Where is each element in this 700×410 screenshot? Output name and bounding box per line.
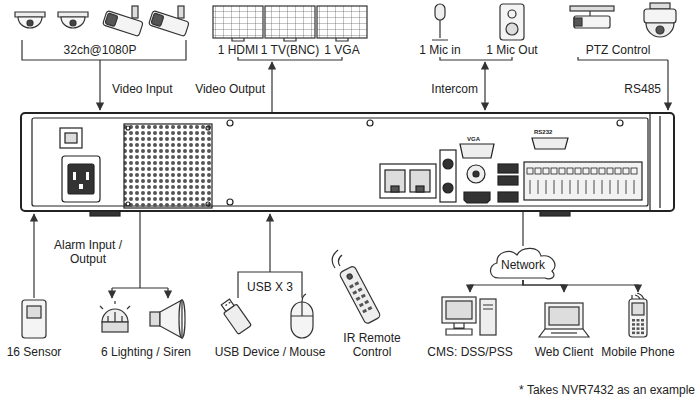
bracket-line [238,57,342,60]
light [100,301,130,332]
label-text: Alarm Input / Output [49,238,127,266]
usb-stick [219,297,252,334]
label-text: USB X 3 [247,280,293,294]
bullet-camera [102,6,143,36]
label-text: USB Device / Mouse [215,345,326,359]
cloud-label: Network [501,254,545,272]
network-connector [470,280,523,292]
bracket-line [578,57,668,60]
network-connector [522,212,523,246]
monitor [213,6,263,41]
bullet-camera [148,6,189,36]
network-connector [523,280,638,292]
client-device: CMS: DSS/PSS [422,293,518,359]
label-text: 1 Mic Out [486,43,537,57]
port-label: VGA [467,136,480,143]
label-text: PTZ Control [586,43,651,57]
device-label: Mobile Phone [599,345,677,359]
label-text: 6 Lighting / Siren [101,345,191,359]
arrow-line [111,288,112,298]
label-text: 1 Mic in [419,43,460,57]
arrow-line [667,60,668,110]
network-connector [523,280,564,292]
network-cloud: Network [487,246,559,280]
label-text: 1 VGA [324,43,359,57]
ptz-camera [644,3,676,37]
mouse [291,294,313,338]
label-text: Video Input [112,82,173,96]
siren [150,300,185,338]
microphone [432,4,448,40]
device-label: CMS: DSS/PSS [422,345,518,359]
device-label: Web Client [525,345,603,359]
monitor [265,6,315,41]
bracket-line [22,40,186,60]
nvr-panel-art [20,112,675,212]
speaker [500,4,524,40]
arrow-line [99,60,100,110]
computer-icon [440,293,500,341]
dome-camera [15,12,45,28]
label-text: 32ch@1080P [64,43,137,57]
dome-camera [58,12,88,28]
sensor [22,300,46,338]
monitor [317,6,367,41]
label-text: RS485 [624,82,661,96]
arrow-line [484,62,485,110]
arrow-line [269,214,270,272]
fixed-camera [570,6,614,28]
nvr-panel: VGA RS232 [20,112,675,212]
laptop-icon [537,293,591,341]
label-text: Video Output [195,82,265,96]
label-text: * Takes NVR7432 as an example [519,383,695,397]
label-text: Intercom [431,82,478,96]
client-device: Web Client [525,293,603,359]
arrow-line [33,214,34,298]
ir-waves [332,250,342,268]
phone-icon [623,293,653,341]
port-label: RS232 [534,129,552,136]
arrow-line [271,62,272,112]
bracket-line [238,272,302,298]
label-text: 16 Sensor [7,345,62,359]
label-text: 1 HDMI [218,43,259,57]
arrow-line [167,288,168,298]
label-text: 1 TV(BNC) [261,43,319,57]
ir-remote [339,265,381,324]
label-text: IR Remote Control [337,331,407,359]
bracket-line [440,57,512,60]
client-device: Mobile Phone [599,293,677,359]
